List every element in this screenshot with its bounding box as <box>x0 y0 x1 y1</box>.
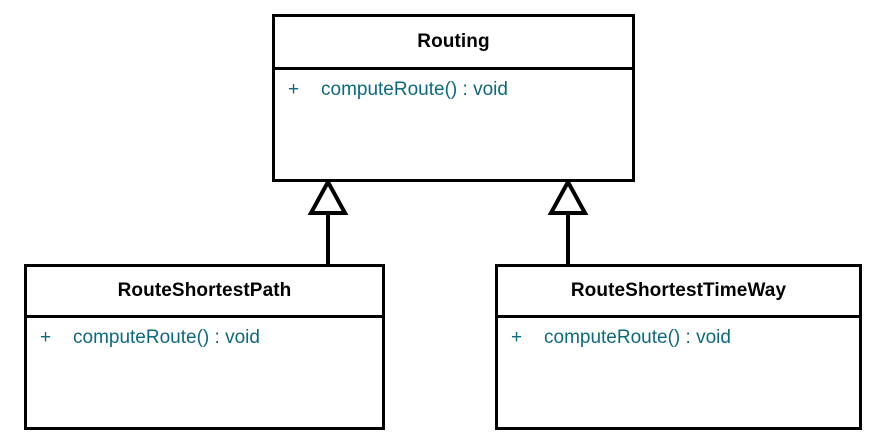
member-row[interactable]: + computeRoute() : void <box>27 327 382 353</box>
class-title-bar-route-shortest-time-way: RouteShortestTimeWay <box>498 267 859 318</box>
generalization-right[interactable] <box>547 177 589 264</box>
class-members-route-shortest-time-way: + computeRoute() : void <box>498 318 859 353</box>
class-title-bar-routing: Routing <box>275 17 632 70</box>
class-box-route-shortest-path[interactable]: RouteShortestPath + computeRoute() : voi… <box>24 264 385 430</box>
class-members-routing: + computeRoute() : void <box>275 70 632 105</box>
member-signature: computeRoute() : void <box>544 327 731 348</box>
class-box-routing[interactable]: Routing + computeRoute() : void <box>272 14 635 182</box>
member-visibility: + <box>288 79 300 100</box>
class-title-bar-route-shortest-path: RouteShortestPath <box>27 267 382 318</box>
generalization-left-hollow-triangle-icon <box>307 177 349 215</box>
member-row[interactable]: + computeRoute() : void <box>275 79 632 105</box>
class-name-route-shortest-time-way: RouteShortestTimeWay <box>570 280 787 301</box>
generalization-left[interactable] <box>307 177 349 264</box>
class-box-route-shortest-time-way[interactable]: RouteShortestTimeWay + computeRoute() : … <box>495 264 862 430</box>
member-signature: computeRoute() : void <box>321 79 508 100</box>
member-row[interactable]: + computeRoute() : void <box>498 327 859 353</box>
class-name-routing: Routing <box>417 31 490 52</box>
generalization-right-hollow-triangle-icon <box>547 177 589 215</box>
member-visibility: + <box>511 327 523 348</box>
class-name-route-shortest-path: RouteShortestPath <box>117 280 292 301</box>
member-signature: computeRoute() : void <box>73 327 260 348</box>
class-members-route-shortest-path: + computeRoute() : void <box>27 318 382 353</box>
member-visibility: + <box>40 327 52 348</box>
